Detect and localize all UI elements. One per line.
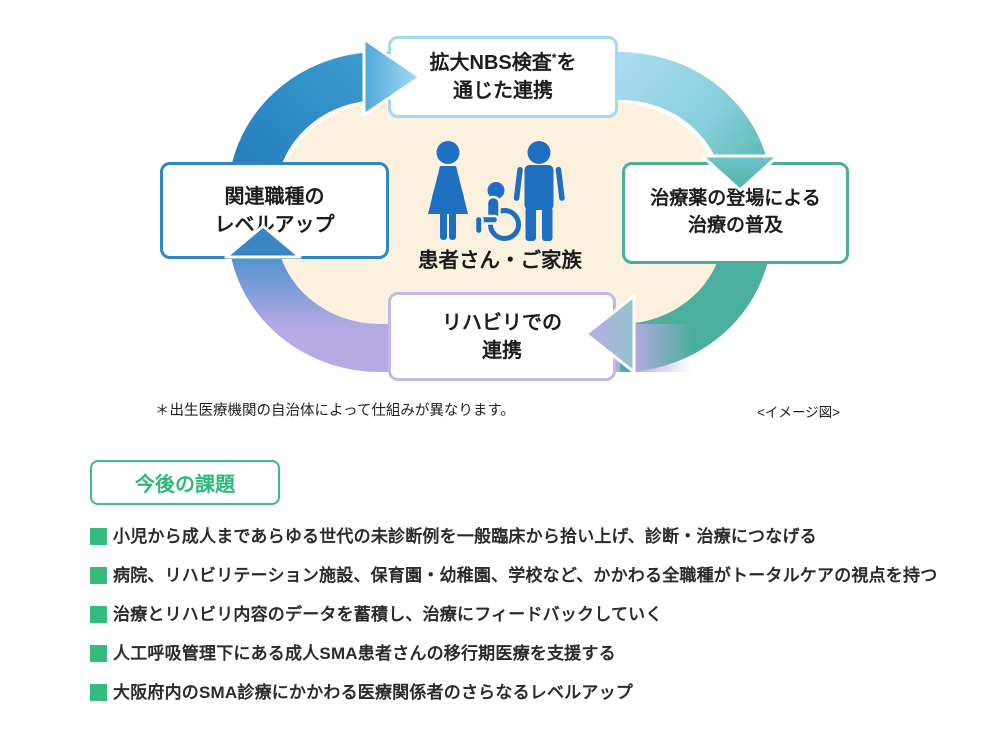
bullet-square-icon (90, 606, 107, 623)
woman-icon (428, 141, 468, 240)
list-item: 小児から成人まであらゆる世代の未診断例を一般臨床から拾い上げ、診断・治療につなげ… (90, 526, 970, 550)
challenges-heading: 今後の課題 (90, 460, 280, 505)
node-treatment-spread: 治療薬の登場による 治療の普及 (622, 162, 849, 264)
node-nbs-line2: 通じた連携 (453, 80, 553, 102)
asterisk-superscript: * (551, 51, 557, 65)
teal-purple-transition (632, 324, 692, 372)
node-nbs-line1: 拡大NBS検査*を (429, 51, 577, 74)
man-icon (513, 141, 565, 241)
node-profession-levelup: 関連職種の レベルアップ (160, 162, 389, 259)
footnote: ＊出生医療機関の自治体によって仕組みが異なります。 (155, 403, 515, 419)
center-label: 患者さん・ご家族 (418, 249, 582, 272)
future-challenges-section: 今後の課題 小児から成人まであらゆる世代の未診断例を一般臨床から拾い上げ、診断・… (90, 460, 970, 721)
node-rehab-link: リハビリでの 連携 (388, 292, 616, 381)
list-item: 治療とリハビリ内容のデータを蓄積し、治療にフィードバックしていく (90, 604, 970, 628)
bullet-square-icon (90, 645, 107, 662)
list-item: 大阪府内のSMA診療にかかわる医療関係者のさらなるレベルアップ (90, 682, 970, 706)
challenges-list: 小児から成人まであらゆる世代の未診断例を一般臨床から拾い上げ、診断・治療につなげ… (90, 526, 970, 706)
bullet-square-icon (90, 567, 107, 584)
wheelchair-child-icon (473, 182, 521, 241)
bullet-square-icon (90, 528, 107, 545)
list-item: 病院、リハビリテーション施設、保育園・幼稚園、学校など、かかわる全職種がトータル… (90, 565, 970, 589)
image-caption: <イメージ図> (757, 405, 840, 420)
list-item: 人工呼吸管理下にある成人SMA患者さんの移行期医療を支援する (90, 643, 970, 667)
node-nbs-link: 拡大NBS検査*を 通じた連携 (388, 36, 618, 118)
bullet-square-icon (90, 684, 107, 701)
inner-oval (274, 102, 726, 342)
family-icons (428, 141, 565, 241)
